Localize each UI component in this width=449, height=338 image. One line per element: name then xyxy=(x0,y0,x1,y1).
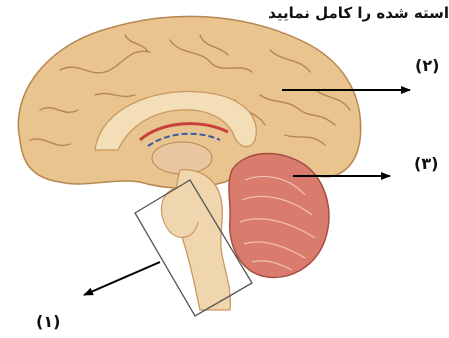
brainstem xyxy=(176,170,231,310)
label-2: (۲) xyxy=(415,56,439,75)
label-3: (۳) xyxy=(414,154,438,173)
label-1: (۱) xyxy=(36,312,60,331)
page-title: استه شده را کامل نمایید xyxy=(268,4,449,22)
arrow-1 xyxy=(84,262,160,295)
